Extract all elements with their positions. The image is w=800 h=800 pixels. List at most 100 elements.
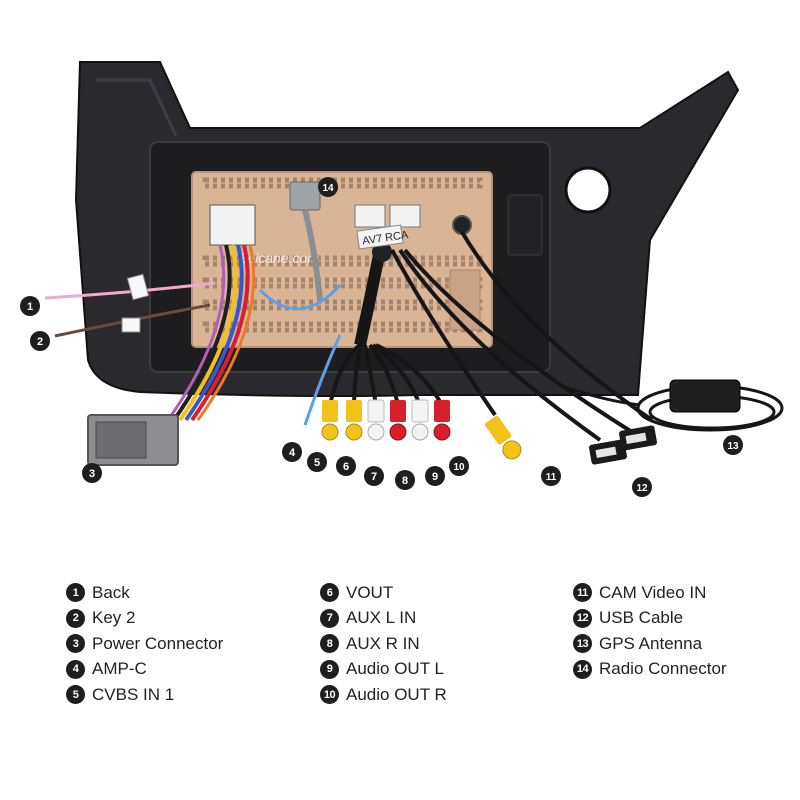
wiring-diagram: Seicane.com AV7 RCA: [20, 61, 784, 497]
bezel-mount-hole: [564, 166, 612, 214]
legend-item-key-2: 2 Key 2: [66, 606, 223, 632]
board-vent-row: [202, 177, 483, 189]
svg-text:12: 12: [636, 483, 648, 494]
power-harness-wire: [172, 244, 232, 422]
power-harness-wire: [178, 244, 238, 422]
legend-item-radio-connector: 14 Radio Connector: [573, 657, 727, 683]
svg-text:13: 13: [727, 441, 739, 452]
rca-plug-audio-out-r: [433, 400, 451, 441]
svg-text:1: 1: [27, 301, 33, 313]
legend-number: 7: [320, 608, 339, 628]
white-socket-a: [354, 204, 386, 228]
radio-connector: [289, 181, 321, 211]
svg-text:11: 11: [546, 472, 557, 483]
main-harness-socket: [209, 204, 256, 246]
white-socket-b: [389, 204, 421, 228]
legend-number: 11: [573, 583, 592, 603]
rca-plug-audio-out-l: [411, 399, 429, 441]
callout-1: 1: [20, 296, 40, 316]
legend-label: Key 2: [92, 608, 136, 628]
callout-10: 10: [449, 456, 469, 476]
callout-8: 8: [395, 470, 415, 490]
legend-label: USB Cable: [599, 608, 684, 628]
rca-plug-vout: [345, 400, 363, 441]
legend-number: 3: [66, 634, 85, 654]
legend-item-aux-l-in: 7 AUX L IN: [320, 606, 447, 632]
legend-label: Back: [92, 582, 130, 602]
legend-item-vout: 6 VOUT: [320, 580, 447, 606]
legend-number: 12: [573, 608, 592, 628]
power-harness-wire: [190, 244, 250, 422]
svg-text:3: 3: [89, 468, 95, 480]
board-vent-row-4: [202, 299, 483, 311]
legend-number: 10: [320, 685, 339, 705]
svg-text:6: 6: [343, 461, 349, 473]
legend-label: Audio OUT R: [346, 684, 447, 704]
callout-4: 4: [282, 442, 302, 462]
radio-connector-cable: [302, 209, 323, 301]
rca-plug-aux-l-in: [367, 399, 385, 441]
legend-number: 8: [320, 634, 339, 654]
legend-item-gps-antenna: 13 GPS Antenna: [573, 631, 727, 657]
callout-13: 13: [723, 435, 743, 455]
callout-11: 11: [541, 466, 561, 486]
board-vent-row-3: [202, 277, 483, 289]
harness-tag: [356, 224, 404, 250]
legend-label: AUX L IN: [346, 608, 417, 628]
blue-aux-wire: [258, 284, 342, 311]
legend-number: 6: [320, 583, 339, 603]
power-harness-wire: [196, 244, 256, 421]
callout-7: 7: [364, 466, 384, 486]
legend-column-2: 6 VOUT 7 AUX L IN 8 AUX R IN 9 Audio OUT L 1…: [320, 580, 447, 708]
wire-tag: [121, 317, 141, 333]
gps-antenna: [559, 379, 784, 432]
svg-text:2: 2: [37, 336, 43, 348]
legend-label: GPS Antenna: [599, 633, 703, 653]
rca-plug-cam-video-in: [484, 415, 522, 460]
wire-tag: [126, 273, 150, 301]
legend-item-power-connector: 3 Power Connector: [66, 631, 223, 657]
legend-number: 13: [573, 634, 592, 654]
legend-label: CAM Video IN: [599, 582, 707, 602]
legend-number: 14: [573, 659, 592, 679]
legend-number: 9: [320, 659, 339, 679]
bezel-vent: [507, 194, 543, 256]
svg-text:5: 5: [314, 457, 320, 469]
callout-9: 9: [425, 466, 445, 486]
usb-cable: [589, 425, 657, 465]
legend-label: AUX R IN: [346, 633, 420, 653]
legend-item-cam-video-in: 11 CAM Video IN: [573, 580, 727, 606]
svg-text:9: 9: [432, 471, 438, 483]
legend-item-usb-cable: 12 USB Cable: [573, 606, 727, 632]
legend-label: Radio Connector: [599, 659, 727, 679]
legend-label: Power Connector: [92, 633, 224, 653]
callout-2: 2: [30, 331, 50, 351]
power-connector-face: [95, 421, 147, 459]
svg-text:4: 4: [289, 447, 296, 459]
legend-label: Audio OUT L: [346, 659, 444, 679]
svg-text:8: 8: [402, 475, 408, 487]
antenna-socket: [452, 215, 472, 235]
legend-item-aux-r-in: 8 AUX R IN: [320, 631, 447, 657]
svg-text:14: 14: [322, 183, 334, 194]
rca-leads: [328, 230, 654, 442]
callout-5: 5: [307, 452, 327, 472]
legend-number: 2: [66, 608, 85, 628]
watermark-text: Seicane.com: [238, 250, 319, 266]
legend-label: VOUT: [346, 582, 394, 602]
svg-text:10: 10: [453, 462, 465, 473]
legend-label: CVBS IN 1: [92, 684, 175, 704]
callout-14: 14: [318, 177, 338, 197]
callout-12: 12: [632, 477, 652, 497]
legend-number: 5: [66, 685, 85, 705]
amp-c-wire: [303, 334, 342, 426]
bezel-ridge: [96, 78, 178, 137]
callout-6: 6: [336, 456, 356, 476]
rca-plug-cvbs-in-1: [321, 400, 339, 441]
legend-item-cvbs-in-1: 5 CVBS IN 1: [66, 682, 223, 708]
power-harness-wire: [184, 244, 244, 422]
